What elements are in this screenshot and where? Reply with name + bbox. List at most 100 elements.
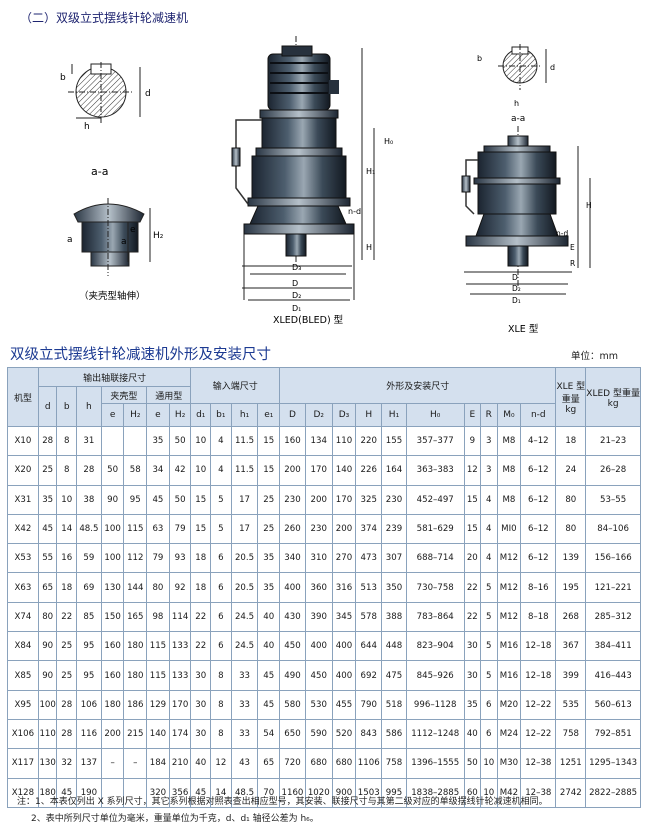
value-cell: 688–714 bbox=[405, 543, 465, 574]
value-cell: 1251 bbox=[555, 748, 587, 779]
value-cell: 98 bbox=[146, 601, 170, 633]
xle-label: XLE 型 bbox=[508, 324, 539, 335]
value-cell: 95 bbox=[76, 660, 102, 691]
value-cell: 5 bbox=[480, 572, 498, 603]
value-cell: 230 bbox=[279, 484, 306, 515]
value-cell: 42 bbox=[168, 455, 192, 486]
value-cell: 48.5 bbox=[76, 513, 102, 545]
value-cell: 650 bbox=[279, 718, 306, 750]
value-cell: 400 bbox=[304, 631, 333, 662]
value-cell: 28 bbox=[56, 718, 78, 750]
value-cell: 116 bbox=[76, 718, 102, 750]
value-cell: 450 bbox=[304, 660, 333, 691]
value-cell: 140 bbox=[331, 455, 357, 486]
value-cell: 580 bbox=[279, 689, 306, 720]
value-cell: 730–758 bbox=[405, 572, 465, 603]
xle-dim-nd: n-d bbox=[556, 229, 568, 238]
value-cell: 180 bbox=[37, 777, 58, 808]
value-cell: 535 bbox=[555, 689, 587, 720]
value-cell: 80 bbox=[146, 572, 170, 603]
value-cell: 58 bbox=[123, 455, 148, 486]
value-cell: 6–12 bbox=[520, 543, 557, 574]
value-cell: 90 bbox=[37, 660, 58, 691]
header-output-shaft: 输出轴联接尺寸 bbox=[37, 367, 192, 387]
value-cell: 490 bbox=[279, 660, 306, 691]
header-e: e bbox=[146, 403, 170, 427]
value-cell: 15 bbox=[463, 513, 482, 545]
value-cell: 28 bbox=[76, 455, 102, 486]
clamp-dim-h2: H₂ bbox=[153, 231, 164, 241]
xle-reducer-drawing bbox=[461, 126, 591, 295]
value-cell: 40 bbox=[190, 748, 212, 779]
value-cell: 8–18 bbox=[520, 601, 557, 633]
value-cell: 15 bbox=[190, 513, 212, 545]
value-cell: 33 bbox=[230, 689, 259, 720]
value-cell: 692 bbox=[355, 660, 383, 691]
value-cell: 80 bbox=[37, 601, 58, 633]
model-cell: X63 bbox=[7, 572, 39, 603]
value-cell: 416–443 bbox=[585, 660, 641, 691]
value-cell: 12–18 bbox=[520, 660, 557, 691]
value-cell: 285–312 bbox=[585, 601, 641, 633]
value-cell: 578 bbox=[355, 601, 383, 633]
clamp-shaft-drawing bbox=[73, 198, 151, 276]
value-cell: 6 bbox=[480, 718, 498, 750]
value-cell: 43 bbox=[230, 748, 259, 779]
value-cell: 48.5 bbox=[230, 777, 259, 808]
value-cell: 400 bbox=[279, 572, 306, 603]
value-cell: 21–23 bbox=[585, 425, 641, 457]
value-cell: 20.5 bbox=[230, 543, 259, 574]
value-cell: 17 bbox=[230, 513, 259, 545]
value-cell: 165 bbox=[123, 601, 148, 633]
dim-b-label: b bbox=[60, 73, 66, 83]
value-cell: 22 bbox=[190, 631, 212, 662]
value-cell: 25 bbox=[56, 660, 78, 691]
value-cell: 55 bbox=[37, 543, 58, 574]
section-label-left: a-a bbox=[91, 165, 108, 178]
value-cell: 357–377 bbox=[405, 425, 465, 457]
value-cell: 33 bbox=[230, 660, 259, 691]
value-cell: 12–38 bbox=[520, 748, 557, 779]
value-cell: 340 bbox=[279, 543, 306, 574]
header-xled-weight: XLED 型重量 kg bbox=[585, 367, 641, 427]
header-h: h bbox=[76, 386, 102, 427]
value-cell: 130 bbox=[37, 748, 58, 779]
value-cell: 10 bbox=[190, 455, 212, 486]
value-cell: 210 bbox=[168, 748, 192, 779]
spec-table-title: 双级立式摆线针轮减速机外形及安装尺寸 bbox=[10, 347, 271, 363]
value-cell: 307 bbox=[381, 543, 407, 574]
value-cell: 450 bbox=[279, 631, 306, 662]
value-cell: 45 bbox=[37, 513, 58, 545]
value-cell: M12 bbox=[496, 601, 522, 633]
value-cell: 35 bbox=[257, 543, 281, 574]
value-cell: 22 bbox=[463, 601, 482, 633]
value-cell: M8 bbox=[496, 484, 522, 515]
header-nd: n-d bbox=[520, 403, 557, 427]
value-cell: 12–22 bbox=[520, 689, 557, 720]
value-cell: 8 bbox=[210, 689, 232, 720]
value-cell: 6 bbox=[210, 601, 232, 633]
value-cell: 25 bbox=[56, 631, 78, 662]
value-cell: 268 bbox=[555, 601, 587, 633]
header-H: H bbox=[355, 403, 383, 427]
value-cell: 50 bbox=[100, 455, 125, 486]
value-cell: 174 bbox=[168, 718, 192, 750]
value-cell: 8 bbox=[210, 718, 232, 750]
value-cell: 92 bbox=[168, 572, 192, 603]
value-cell: 38 bbox=[76, 484, 102, 515]
value-cell: 513 bbox=[355, 572, 383, 603]
right-dim-h: h bbox=[514, 99, 519, 108]
value-cell: 5 bbox=[210, 484, 232, 515]
value-cell: 106 bbox=[76, 689, 102, 720]
value-cell: 10 bbox=[190, 425, 212, 457]
value-cell: 530 bbox=[304, 689, 333, 720]
value-cell: 455 bbox=[331, 689, 357, 720]
reducer-drawings: b d h a-a a a e H₂ （夹壳型轴伸） bbox=[60, 36, 592, 335]
value-cell: 26–28 bbox=[585, 455, 641, 486]
header-overall: 外形及安装尺寸 bbox=[279, 367, 557, 404]
